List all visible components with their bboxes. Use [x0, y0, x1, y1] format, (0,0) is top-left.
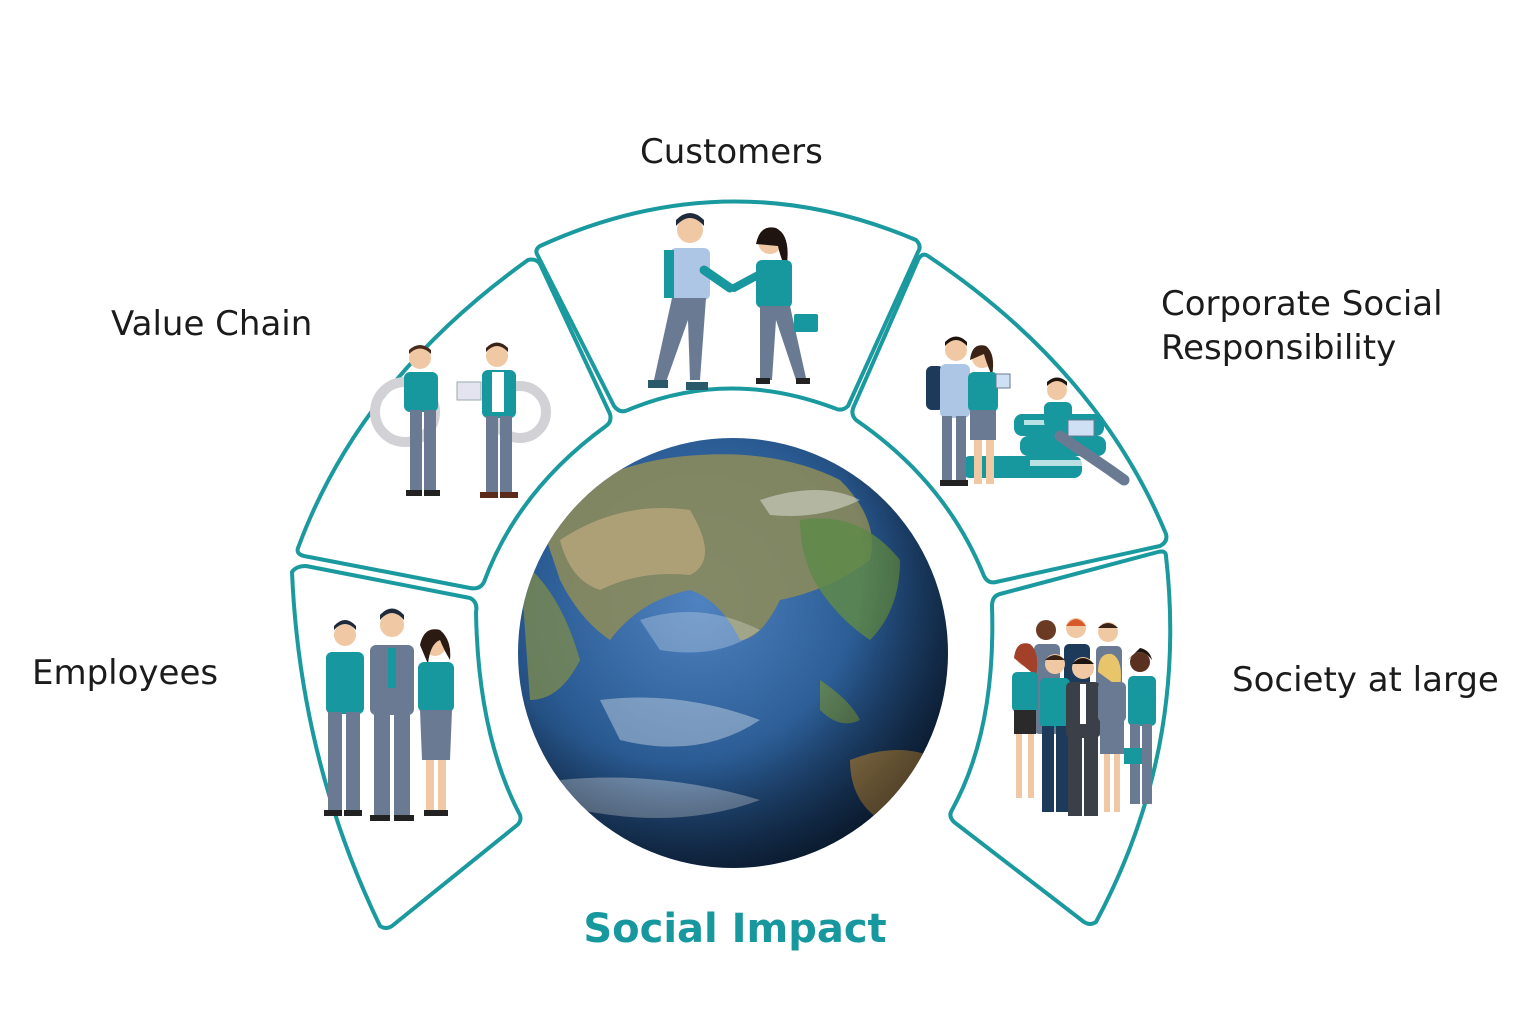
- segment-label-value-chain: Value Chain: [111, 304, 313, 344]
- value-chain-icon: [370, 342, 551, 498]
- employees-group-icon: [324, 608, 454, 821]
- segment-label-customers: Customers: [640, 132, 823, 172]
- handshake-icon: [648, 213, 818, 390]
- segment-label-society: Society at large: [1232, 660, 1499, 700]
- segment-label-csr-line1: Corporate Social: [1161, 284, 1443, 324]
- society-crowd-icon: [1012, 618, 1156, 816]
- segment-label-csr-line2: Responsibility: [1161, 328, 1397, 368]
- csr-books-icon: [926, 336, 1130, 486]
- segment-label-employees: Employees: [32, 653, 219, 693]
- globe-icon: [518, 438, 948, 868]
- segment-customers-frame: [534, 199, 922, 414]
- center-title: Social Impact: [583, 906, 887, 952]
